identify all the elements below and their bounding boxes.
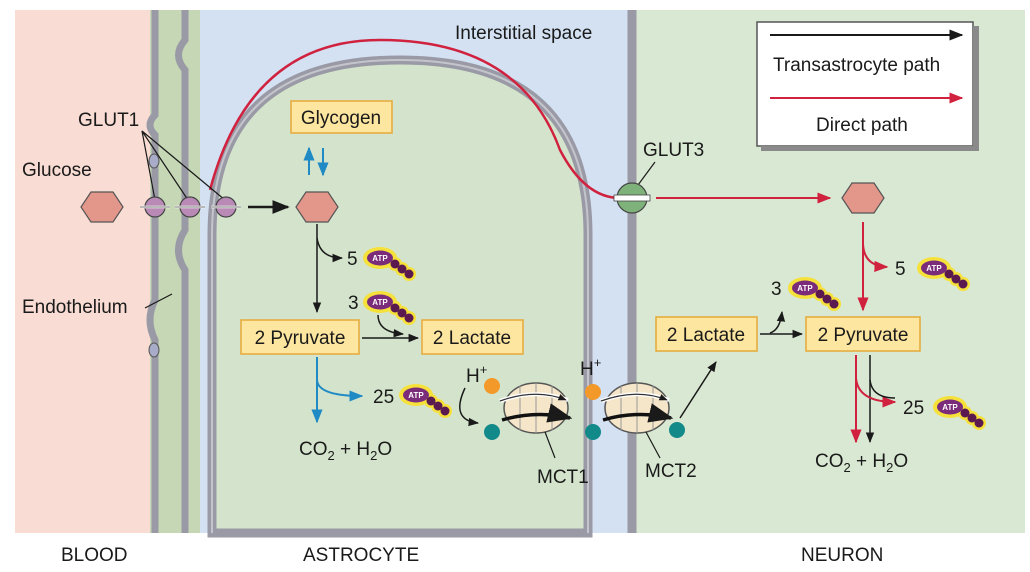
glucose-label: Glucose [22,160,92,181]
mct2-to-lactate-arrow [679,361,717,419]
neuron-lactate-label: 2 Lactate [667,325,745,346]
neuron-co2-h2o: CO2 + H2O [815,451,908,475]
mct2-transporter [600,382,674,434]
glucose-astrocyte [295,191,339,223]
glucose-neuron [841,182,885,214]
mct1-label: MCT1 [537,467,589,488]
glycogen-box [290,100,393,134]
glut3-transporter [613,182,651,214]
lactate-dot [585,424,601,440]
neuron-oxidation-atp-count: 25 [903,398,924,419]
astro-pyruvate-label: 2 Pyruvate [255,328,346,349]
astro-oxidation-atp-count: 25 [373,387,394,408]
mct2-label: MCT2 [645,461,697,482]
neuron-pyruvate-box [805,316,921,352]
proton-dot [484,378,500,394]
astro-glycolysis-atp-count: 5 [347,249,358,270]
legend: Transastrocyte path Direct path [756,21,979,151]
neuron-lactate-atp-count: 3 [771,279,782,300]
astro-lactate-box [421,319,524,355]
blood-label: BLOOD [61,545,128,566]
neuron-label: NEURON [801,545,883,566]
endothelium-membrane-right [175,10,189,533]
mct1-transporter [499,382,573,434]
vesicle [148,153,160,169]
endothelium-label: Endothelium [22,297,128,318]
astro-hplus-label: H+ [466,362,487,387]
vesicle [148,342,160,358]
astro-lactate-atp-count: 3 [348,293,359,314]
lactate-dot [484,424,500,440]
glut1-label: GLUT1 [78,110,139,131]
glut1-transporter [175,196,205,218]
astrocyte-label: ASTROCYTE [303,545,419,566]
interstitial-hplus-label: H+ [580,355,601,380]
direct-path-curve [208,38,621,200]
glut1-transporter [211,196,241,218]
neuron-lactate-box [655,316,758,352]
legend-transastrocyte-label: Transastrocyte path [773,55,940,76]
blood-region [15,10,155,533]
astrocyte-cell [207,55,593,538]
proton-dot [585,384,601,400]
glut1-transporter [140,196,170,218]
neuron-pyruvate-label: 2 Pyruvate [818,325,909,346]
glucose-blood [80,191,124,223]
lactate-dot [669,422,685,438]
astro-pyruvate-box [240,319,360,355]
glut3-label: GLUT3 [643,140,704,161]
interstitial-space-label: Interstitial space [455,23,592,44]
legend-direct-label: Direct path [816,115,908,136]
neuron-glycolysis-atp-count: 5 [895,259,906,280]
astro-lactate-label: 2 Lactate [433,328,511,349]
glycogen-label: Glycogen [301,108,381,129]
astro-co2-h2o: CO2 + H2O [299,439,392,463]
